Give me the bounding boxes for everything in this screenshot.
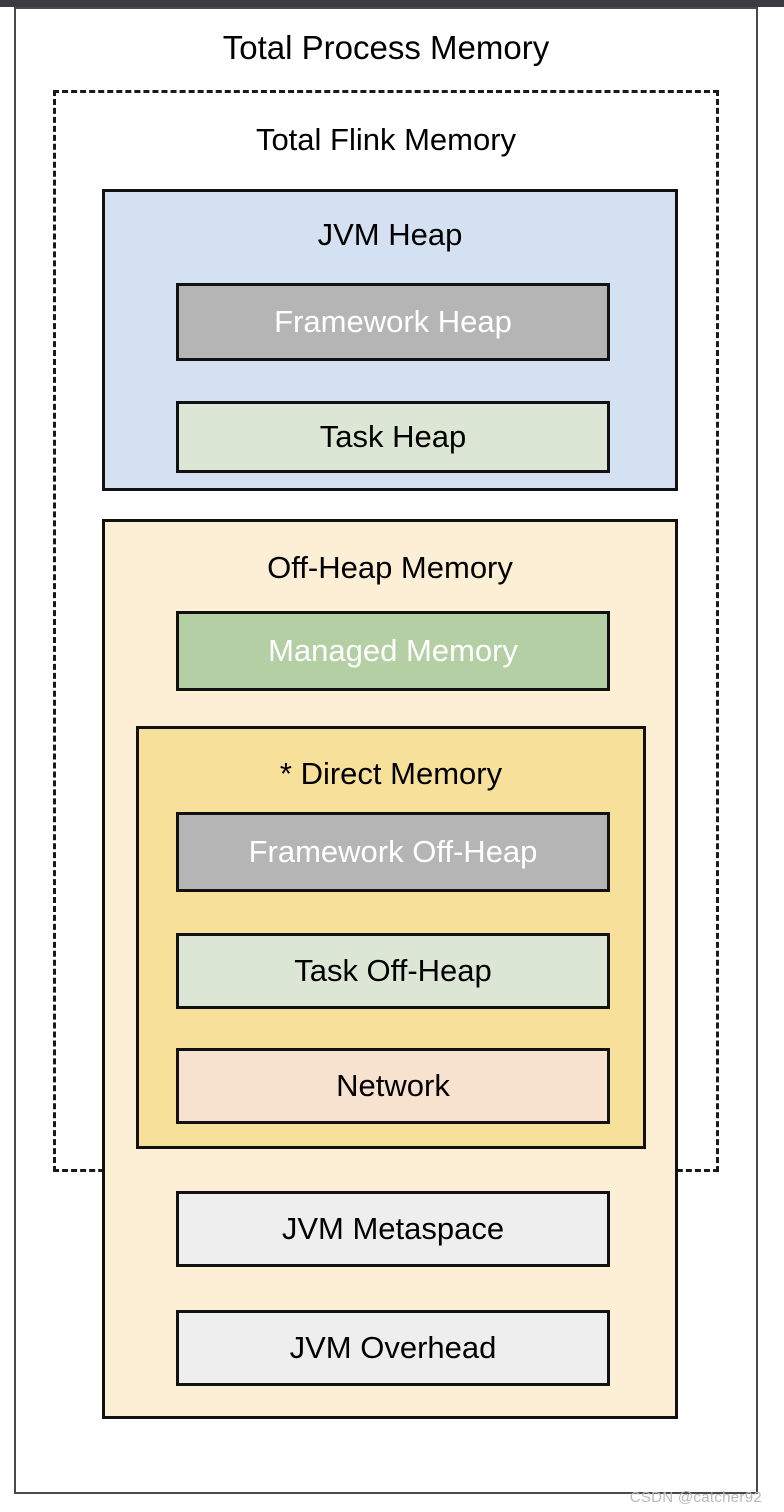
framework-heap-label: Framework Heap bbox=[274, 304, 512, 339]
jvm-heap-label: JVM Heap bbox=[317, 217, 463, 252]
task-off-heap-label: Task Off-Heap bbox=[294, 953, 492, 988]
window-chrome-strip bbox=[0, 0, 784, 7]
watermark-text: CSDN @catcher92 bbox=[629, 1489, 762, 1506]
direct-memory-label: * Direct Memory bbox=[279, 756, 503, 791]
framework-heap-bar: Framework Heap bbox=[176, 283, 610, 361]
off-heap-memory-label: Off-Heap Memory bbox=[267, 550, 513, 585]
jvm-overhead-bar: JVM Overhead bbox=[176, 1310, 610, 1386]
managed-memory-bar: Managed Memory bbox=[176, 611, 610, 691]
jvm-metaspace-label: JVM Metaspace bbox=[281, 1211, 505, 1246]
total-flink-memory-label: Total Flink Memory bbox=[255, 122, 517, 157]
managed-memory-label: Managed Memory bbox=[268, 633, 518, 668]
task-off-heap-bar: Task Off-Heap bbox=[176, 933, 610, 1009]
network-bar: Network bbox=[176, 1048, 610, 1124]
network-label: Network bbox=[336, 1068, 450, 1103]
task-heap-label: Task Heap bbox=[319, 419, 467, 454]
framework-off-heap-bar: Framework Off-Heap bbox=[176, 812, 610, 892]
framework-off-heap-label: Framework Off-Heap bbox=[248, 834, 538, 869]
task-heap-bar: Task Heap bbox=[176, 401, 610, 473]
jvm-overhead-label: JVM Overhead bbox=[289, 1330, 497, 1365]
total-process-memory-label: Total Process Memory bbox=[222, 29, 550, 66]
jvm-metaspace-bar: JVM Metaspace bbox=[176, 1191, 610, 1267]
